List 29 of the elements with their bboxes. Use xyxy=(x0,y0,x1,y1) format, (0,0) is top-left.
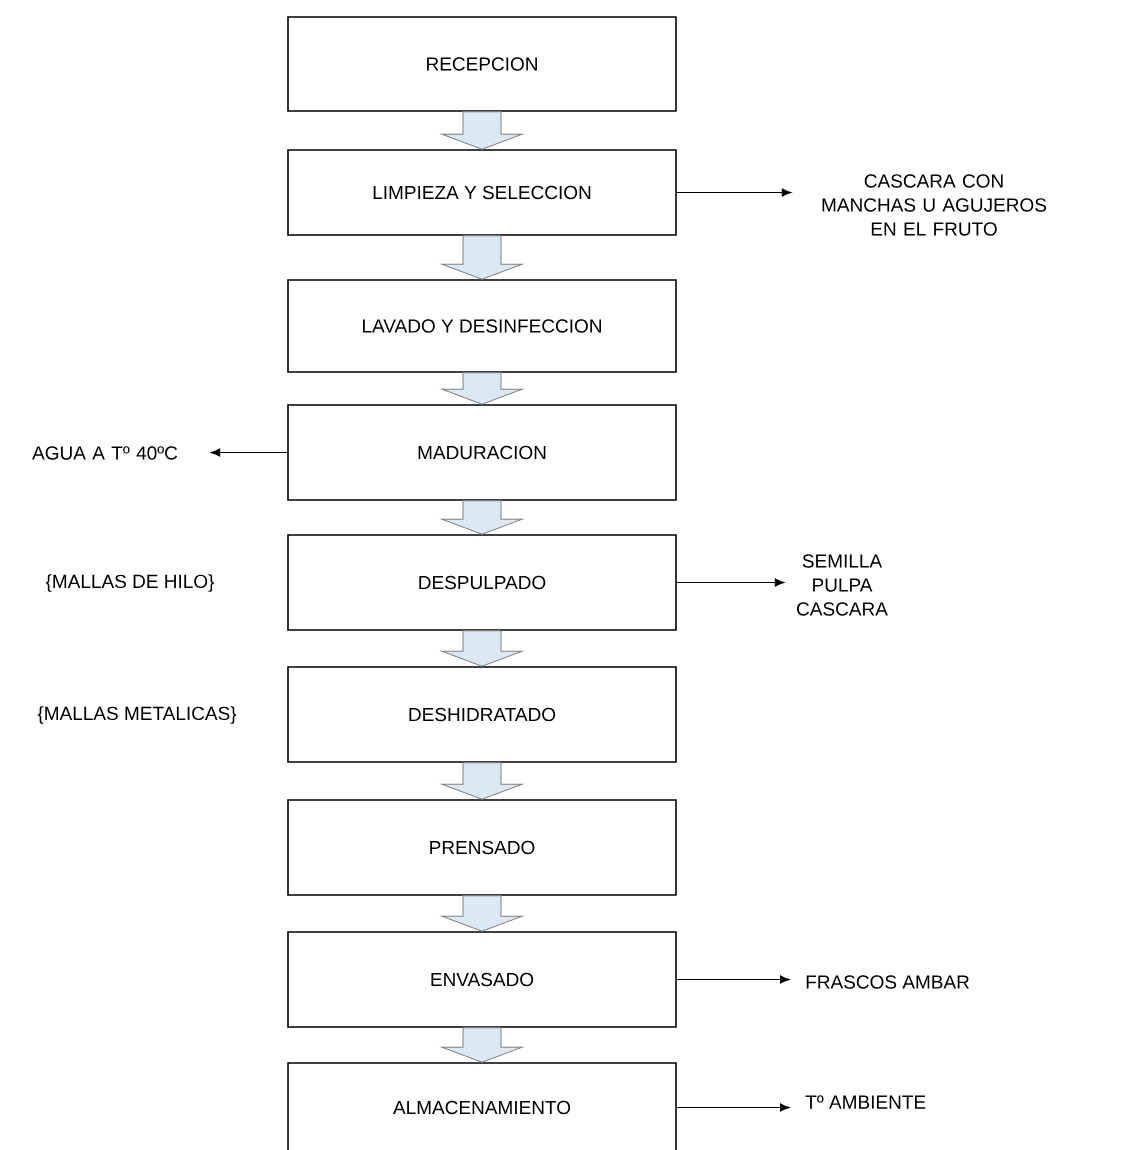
arrow xyxy=(676,188,792,197)
arrow xyxy=(676,1103,790,1112)
arrow xyxy=(676,578,785,587)
process-box: DESHIDRATADO xyxy=(287,666,677,763)
block-arrow xyxy=(441,500,523,535)
output-text: FRASCOS AMBAR xyxy=(806,975,969,989)
block-arrow xyxy=(441,372,523,405)
block-arrow xyxy=(441,762,523,800)
block-arrow xyxy=(441,895,523,932)
process-box: ENVASADO xyxy=(287,931,677,1028)
arrow xyxy=(210,448,288,457)
block-arrow xyxy=(441,630,523,667)
block-arrow xyxy=(441,1027,523,1063)
process-box: PRENSADO xyxy=(287,799,677,896)
process-box: LIMPIEZA Y SELECCION xyxy=(287,149,677,236)
output-text: SEMILLA PULPA CASCARA xyxy=(797,554,888,616)
process-box: RECEPCION xyxy=(287,16,677,112)
block-arrow xyxy=(441,111,523,150)
process-box: ALMACENAMIENTO xyxy=(287,1062,677,1150)
output-text: AGUA A Tº 40ºC xyxy=(32,446,178,460)
arrow xyxy=(676,975,790,984)
side-note: {MALLAS DE HILO} xyxy=(45,574,215,592)
side-note: {MALLAS METALICAS} xyxy=(37,706,237,724)
process-box: MADURACION xyxy=(287,404,677,501)
output-text: CASCARA CON MANCHAS U AGUJEROS EN EL FRUTO xyxy=(822,174,1047,236)
block-arrow xyxy=(441,235,523,280)
output-text: Tº AMBIENTE xyxy=(805,1095,926,1109)
process-box: DESPULPADO xyxy=(287,534,677,631)
process-box: LAVADO Y DESINFECCION xyxy=(287,279,677,373)
